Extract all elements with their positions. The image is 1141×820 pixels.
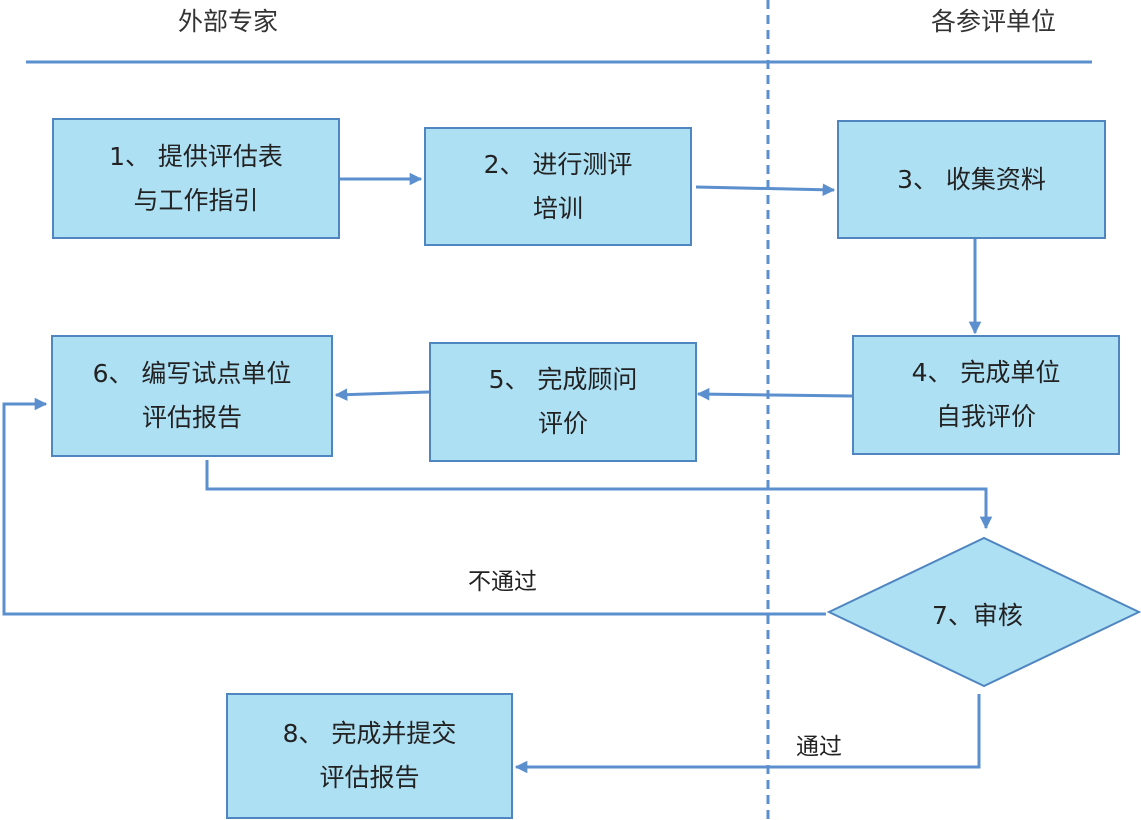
arrow-5-to-6 [334, 388, 430, 401]
step-6-box: 6、 编写试点单位 评估报告 [51, 335, 333, 457]
arrow-4-to-5 [696, 387, 853, 401]
arrow-2-to-3 [695, 183, 836, 197]
step-1-box: 1、 提供评估表 与工作指引 [52, 118, 340, 239]
step-8-line2: 评估报告 [319, 763, 420, 792]
step-3-line1: 3、 收集资料 [897, 164, 1046, 194]
step-2-line1: 2、 进行测评 [483, 149, 633, 179]
step-5-box: 5、 完成顾问 评价 [429, 342, 697, 462]
step-1-line2: 与工作指引 [133, 185, 259, 215]
step-8-box: 8、 完成并提交 评估报告 [226, 693, 513, 819]
edge-label-pass: 通过 [796, 734, 842, 760]
step-5-line1: 5、 完成顾问 [488, 365, 638, 394]
step-7-label: 7、审核 [932, 601, 1023, 630]
review-diamond [826, 536, 1141, 688]
step-4-box: 4、 完成单位 自我评价 [852, 335, 1120, 455]
step-1-line1: 1、 提供评估表 [109, 141, 283, 171]
step-6-line2: 评估报告 [141, 403, 242, 432]
step-8-line1: 8、 完成并提交 [282, 719, 457, 748]
step-5-line2: 评价 [537, 409, 588, 438]
step-6-line1: 6、 编写试点单位 [92, 359, 292, 388]
step-4-line1: 4、 完成单位 [911, 358, 1061, 387]
arrow-pass-to-8 [514, 694, 981, 774]
lane-title-external-experts: 外部专家 [178, 7, 279, 36]
step-3-box: 3、 收集资料 [837, 120, 1106, 239]
arrow-fail-to-6 [2, 397, 826, 616]
step-2-line2: 培训 [532, 193, 583, 223]
edge-label-fail: 不通过 [468, 569, 537, 595]
step-2-box: 2、 进行测评 培训 [424, 127, 692, 246]
arrow-6-to-7 [205, 460, 993, 530]
step-4-line2: 自我评价 [935, 402, 1036, 431]
lane-title-participating-units: 各参评单位 [931, 7, 1057, 36]
